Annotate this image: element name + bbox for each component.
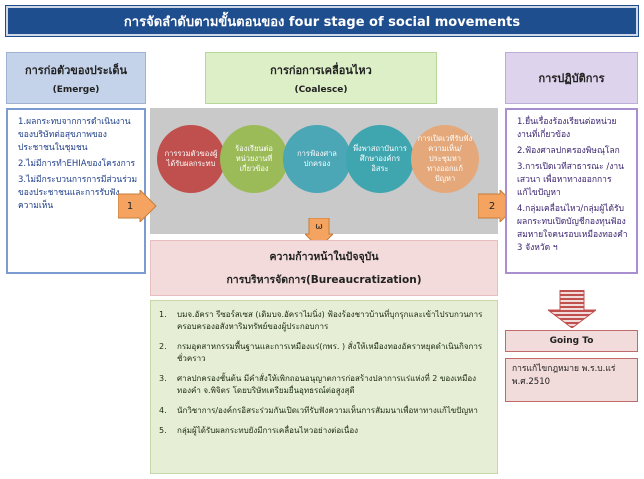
emerge-item: 2.ไม่มีการทำEHIAของโครงการ xyxy=(18,159,136,169)
list-item: 5. กลุ่มผู้ได้รับผลกระทบยังมีการเคลื่อนไห… xyxy=(159,425,489,437)
header-emerge-sub: (Emerge) xyxy=(52,85,100,95)
emerge-list: 1.ผลกระทบจากการดำเนินงานของบริษัทต่อสุขภ… xyxy=(6,108,146,274)
list-item-text: ศาลปกครองชั้นต้น มีคำสั่งให้เพิกถอนอนุญา… xyxy=(177,374,477,395)
list-item: 4. นักวิชาการ/องค์กรอิสระร่วมกันเปิดเวทีร… xyxy=(159,405,489,417)
header-coalesce-label: การก่อการเคลื่อนไหว xyxy=(270,64,372,77)
list-item-number: 2. xyxy=(159,342,167,351)
header-emerge: การก่อตัวของประเด็น (Emerge) xyxy=(6,52,146,104)
coalesce-circle: การฟ้องศาลปกครอง xyxy=(283,125,351,193)
coalesce-circle: ร้องเรียนต่อหน่วยงานที่เกี่ยวข้อง xyxy=(220,125,288,193)
coalesce-circle: การเปิดเวทีรับฟังความเห็น/ประชุมหาทางออก… xyxy=(411,125,479,193)
arrow-down-label: ω xyxy=(315,222,323,232)
striped-arrow-down-icon xyxy=(548,290,596,328)
list-item: 3. ศาลปกครองชั้นต้น มีคำสั่งให้เพิกถอนอนุ… xyxy=(159,373,489,397)
header-emerge-label: การก่อตัวของประเด็น xyxy=(24,64,128,77)
operation-item: 4.กลุ่มเคลื่อนไหว/กลุ่มผู้ได้รับผลกระทบเ… xyxy=(517,204,628,253)
header-operation-label: การปฏิบัติการ xyxy=(538,72,605,85)
arrow-left-number: 1 xyxy=(126,200,134,212)
header-coalesce-sub: (Coalesce) xyxy=(294,85,348,95)
list-item-text: บมจ.อัครา รีซอร์สเซส (เดิมบจ.อัคราไมนิ่ง… xyxy=(177,310,483,331)
emerge-item: 3.ไม่มีกระบวนการการมีส่วนร่วมของประชาชนแ… xyxy=(18,175,138,211)
coalesce-circle: การรวมตัวของผู้ได้รับผลกระทบ xyxy=(157,125,225,193)
list-item-number: 5. xyxy=(159,426,167,435)
list-item-number: 4. xyxy=(159,406,167,415)
bureaucratization-list: 1. บมจ.อัครา รีซอร์สเซส (เดิมบจ.อัคราไมนิ… xyxy=(150,300,498,474)
operation-list: 1.ยื่นเรื่องร้องเรียนต่อหน่วยงานที่เกี่ย… xyxy=(505,108,638,274)
list-item-text: กลุ่มผู้ได้รับผลกระทบยังมีการเคลื่อนไหวอ… xyxy=(177,426,359,435)
arrow-right-number: 2 xyxy=(488,200,496,212)
going-to-label: Going To xyxy=(505,330,638,352)
list-item-number: 1. xyxy=(159,310,167,319)
list-item-text: กรมอุตสาหกรรมพื้นฐานและการเหมืองแร่(กพร.… xyxy=(177,342,483,363)
operation-item: 1.ยื่นเรื่องร้องเรียนต่อหน่วยงานที่เกี่ย… xyxy=(517,117,617,140)
list-item-text: นักวิชาการ/องค์กรอิสระร่วมกันเปิดเวทีรับ… xyxy=(177,406,478,415)
arrow-right-icon xyxy=(118,190,157,222)
header-coalesce: การก่อการเคลื่อนไหว (Coalesce) xyxy=(205,52,437,104)
progress-box: ความก้าวหน้าในปัจจุบัน การบริหารจัดการ(B… xyxy=(150,240,498,296)
list-item: 1. บมจ.อัครา รีซอร์สเซส (เดิมบจ.อัคราไมนิ… xyxy=(159,309,489,333)
header-operation: การปฏิบัติการ xyxy=(505,52,638,104)
progress-subtitle: การบริหารจัดการ(Bureaucratization) xyxy=(226,274,422,286)
going-to-result: การแก้ไขกฎหมาย พ.ร.บ.แร่ พ.ศ.2510 xyxy=(505,358,638,402)
coalesce-circle: พึ่งพาสถาบันการศึกษาองค์กรอิสระ xyxy=(346,125,414,193)
progress-title: ความก้าวหน้าในปัจจุบัน xyxy=(269,251,379,263)
list-item-number: 3. xyxy=(159,374,167,383)
operation-item: 3.การเปิดเวทีสาธารณะ /งานเสวนา เพื่อหาทา… xyxy=(517,162,624,198)
operation-item: 2.ฟ้องศาลปกครองพิษณุโลก xyxy=(517,146,620,156)
list-item: 2. กรมอุตสาหกรรมพื้นฐานและการเหมืองแร่(กพ… xyxy=(159,341,489,365)
emerge-item: 1.ผลกระทบจากการดำเนินงานของบริษัทต่อสุขภ… xyxy=(18,117,131,153)
diagram-title: การจัดลำดับตามขั้นตอนของ four stage of s… xyxy=(6,6,638,36)
